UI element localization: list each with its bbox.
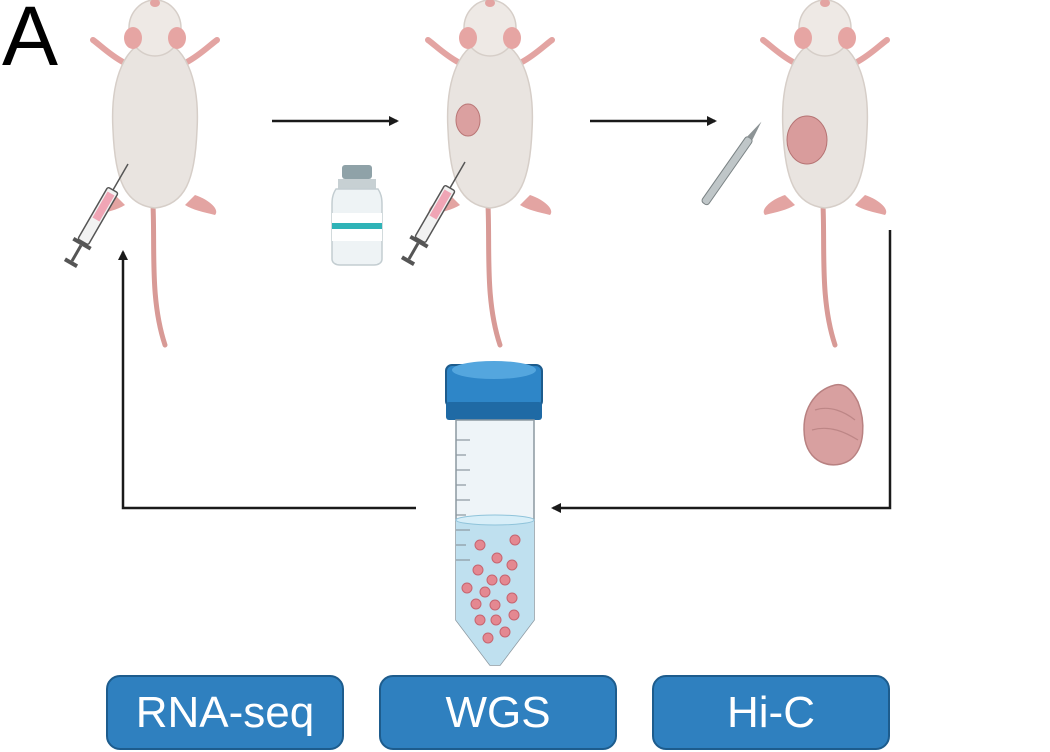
mouse-3-illustration — [763, 0, 887, 345]
tube-icon — [445, 361, 543, 666]
cells-cluster — [461, 534, 521, 644]
rna-seq-button[interactable]: RNA-seq — [106, 675, 344, 750]
panel-label: A — [2, 0, 59, 83]
vial-icon — [331, 165, 383, 266]
wgs-button[interactable]: WGS — [379, 675, 617, 750]
arrow-tube-to-mouse — [118, 250, 416, 510]
scalpel-icon — [701, 121, 762, 206]
arrow-tumor-to-tube — [551, 230, 892, 513]
mouse-1-illustration — [93, 0, 217, 345]
mouse-2-illustration — [428, 0, 552, 345]
hi-c-button[interactable]: Hi-C — [652, 675, 890, 750]
tumor-illustration — [803, 383, 864, 466]
